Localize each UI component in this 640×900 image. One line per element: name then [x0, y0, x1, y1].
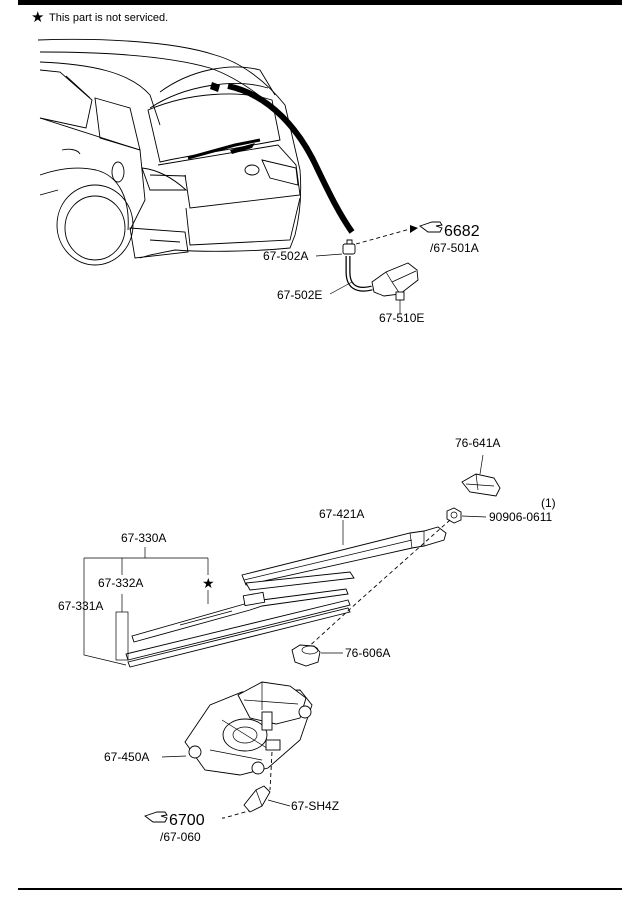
- pivot-seal: [291, 644, 321, 667]
- reference-6700: 6700 /67-060: [144, 811, 205, 844]
- note-text: This part is not serviced.: [49, 12, 168, 24]
- pointing-hand-icon: [144, 811, 168, 823]
- top-border-bar: [18, 0, 622, 5]
- label-67-450A: 67-450A: [104, 750, 149, 764]
- star-icon: ★: [202, 576, 215, 592]
- ref-6682-sub: /67-501A: [430, 241, 479, 255]
- wiper-arm-cap: [461, 473, 501, 497]
- label-67-SH4Z: 67-SH4Z: [291, 799, 339, 813]
- label-67-330A: 67-330A: [121, 531, 166, 545]
- label-67-502E: 67-502E: [277, 288, 322, 302]
- label-67-332A: 67-332A: [98, 576, 143, 590]
- ref-6700-number: 6700: [169, 812, 205, 829]
- label-nut-qty: (1): [541, 496, 556, 510]
- label-67-421A: 67-421A: [319, 507, 364, 521]
- washer-nozzle-assembly: [342, 225, 419, 301]
- wiring-connector: [243, 785, 271, 813]
- ref-6682-number: 6682: [444, 223, 480, 240]
- wiper-blade-assembly: [125, 588, 351, 668]
- label-76-641A: 76-641A: [455, 436, 500, 450]
- arm-nut: [446, 507, 462, 524]
- label-76-606A: 76-606A: [345, 646, 390, 660]
- label-67-502A: 67-502A: [263, 249, 308, 263]
- wiper-arm: [241, 526, 447, 591]
- label-67-510E: 67-510E: [379, 311, 424, 325]
- vehicle-rear-illustration: [37, 38, 355, 266]
- wiper-motor-assembly: [184, 681, 313, 776]
- label-67-331A: 67-331A: [58, 599, 103, 613]
- pointing-hand-icon: [419, 221, 443, 233]
- reference-6682: 6682 /67-501A: [419, 221, 480, 255]
- label-90906-0611: 90906-0611: [489, 510, 552, 524]
- star-icon: ★: [31, 8, 44, 26]
- not-serviced-note: ★ This part is not serviced.: [31, 8, 168, 26]
- bottom-border-bar: [18, 888, 622, 890]
- ref-6700-sub: /67-060: [160, 830, 201, 844]
